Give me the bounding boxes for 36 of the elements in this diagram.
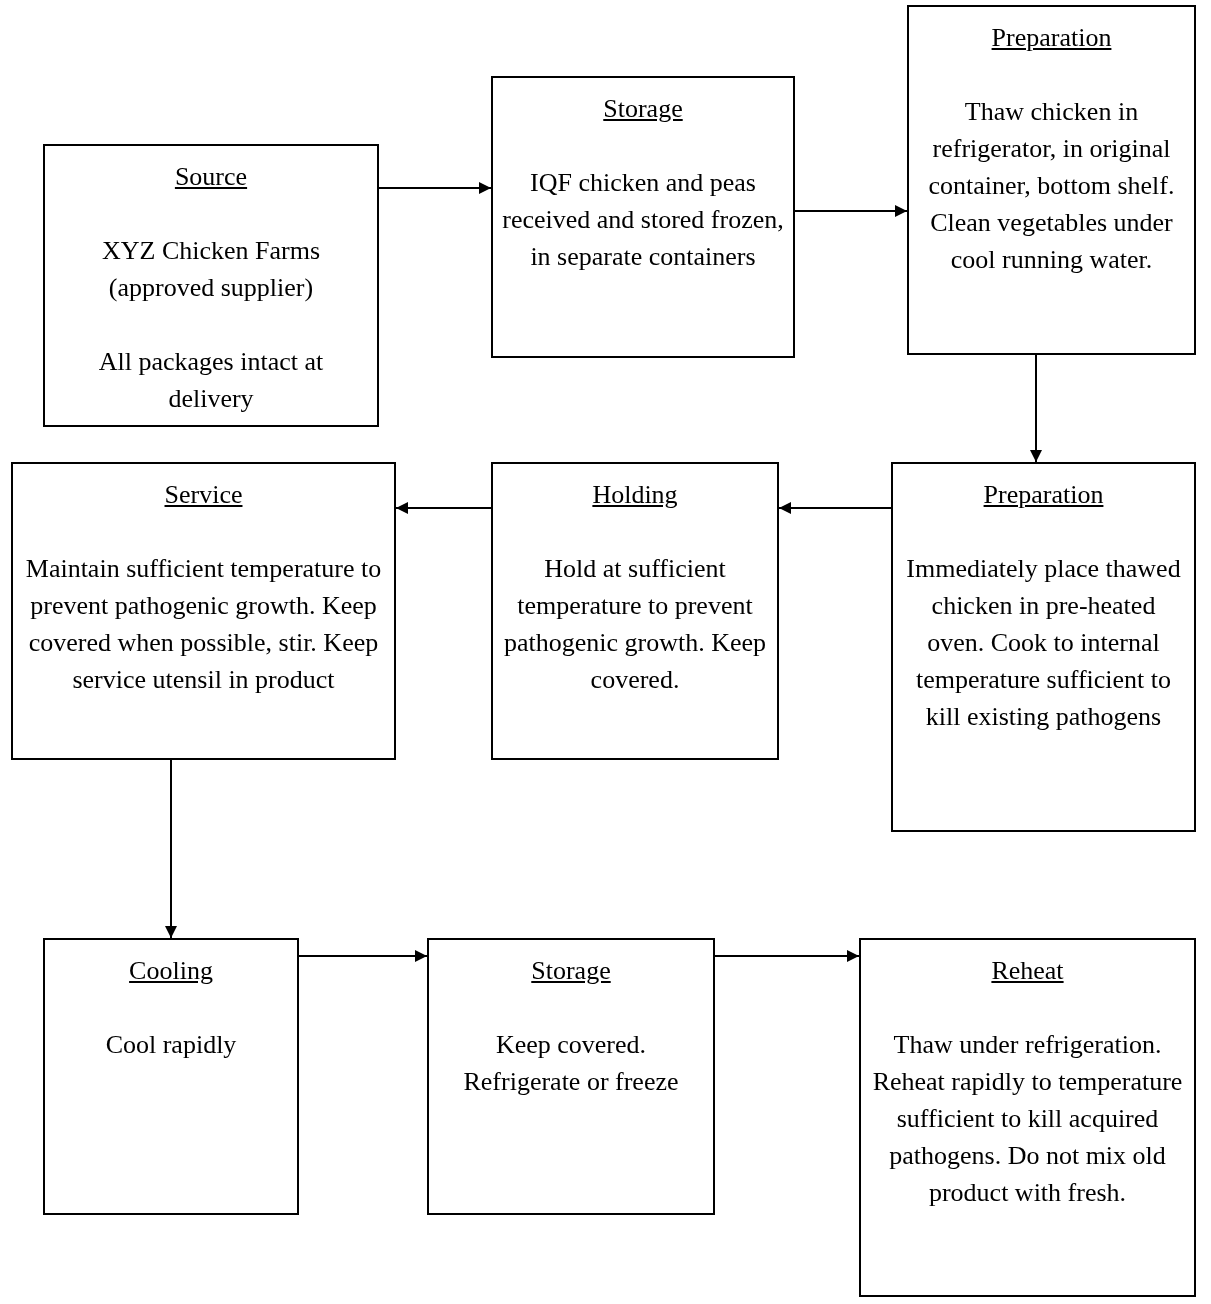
arrow — [395, 502, 492, 514]
step-heading: Holding — [592, 479, 678, 511]
step-description: Maintain sufficient temperature to prevent pathogenic growth. Keep covered when possible, stir. Keep service utensil in product — [24, 553, 383, 696]
arrow — [1030, 354, 1042, 463]
arrow — [778, 502, 892, 514]
process-box — [491, 462, 779, 760]
step-heading: Storage — [603, 93, 683, 125]
step-description: Hold at sufficient temperature to prevent pathogenic growth. Keep covered. — [502, 553, 768, 696]
step-description: XYZ Chicken Farms (approved supplier) — [100, 235, 322, 304]
step-heading: Storage — [531, 955, 611, 987]
step-heading: Cooling — [129, 955, 213, 987]
process-box — [491, 76, 795, 358]
process-box — [427, 938, 715, 1215]
process-box — [859, 938, 1196, 1297]
step-heading: Source — [174, 161, 248, 193]
arrow — [794, 205, 908, 217]
step-heading: Reheat — [991, 955, 1064, 987]
step-description: Cool rapidly — [104, 1029, 238, 1061]
process-box — [907, 5, 1196, 355]
step-heading: Preparation — [983, 479, 1104, 511]
arrow — [298, 950, 428, 962]
process-box — [11, 462, 396, 760]
arrow — [378, 182, 492, 194]
step-description: All packages intact at delivery — [97, 346, 325, 415]
step-description: IQF chicken and peas received and stored frozen, in separate containers — [501, 167, 785, 273]
step-description: Thaw under refrigeration. Reheat rapidly to temperature sufficient to kill acquired pathogens. Do not mix old product with fresh. — [871, 1029, 1184, 1209]
step-description: Keep covered. Refrigerate or freeze — [462, 1029, 680, 1098]
step-heading: Preparation — [991, 22, 1112, 54]
step-description: Immediately place thawed chicken in pre-heated oven. Cook to internal temperature sufficient to kill existing pathogens — [905, 553, 1182, 733]
process-box — [43, 144, 379, 427]
step-heading: Service — [164, 479, 243, 511]
process-box — [43, 938, 299, 1215]
arrow — [165, 759, 177, 939]
arrow — [714, 950, 860, 962]
process-box — [891, 462, 1196, 832]
step-description: Thaw chicken in refrigerator, in original container, bottom shelf. Clean vegetables under cool running water. — [927, 96, 1176, 276]
